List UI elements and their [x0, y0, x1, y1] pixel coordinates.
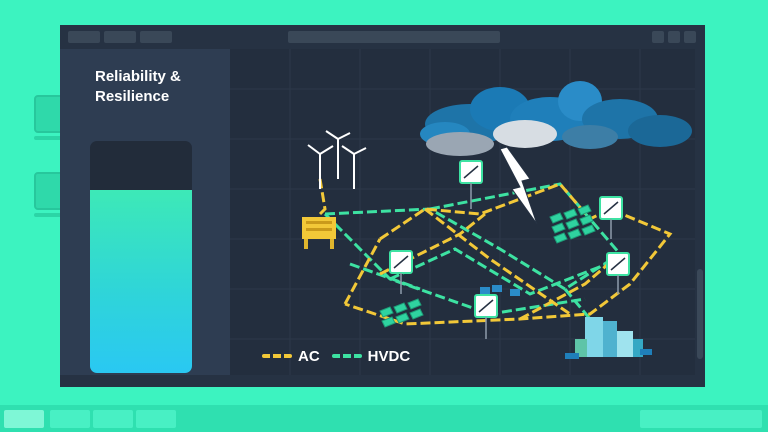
vertical-scrollbar[interactable]	[695, 49, 705, 375]
status-bar	[60, 375, 705, 387]
system-tray	[640, 410, 762, 428]
grid-map-canvas: AC HVDC	[230, 49, 695, 375]
grid-map	[230, 49, 695, 375]
panel-title: Reliability & Resilience	[95, 68, 181, 105]
solar-panel-icon	[549, 204, 596, 244]
menu-button[interactable]	[104, 31, 136, 43]
wind-turbine-icon	[307, 130, 367, 189]
taskbar-app-button[interactable]	[136, 410, 176, 428]
converter-station-icon	[389, 250, 413, 294]
legend-item-hvdc: HVDC	[331, 347, 411, 365]
converter-station-icon	[459, 160, 483, 209]
legend-swatch-hvdc	[331, 354, 362, 358]
minimize-button[interactable]	[652, 31, 664, 43]
scrollbar-thumb[interactable]	[697, 269, 703, 359]
converter-station-icon	[474, 294, 498, 339]
legend-label-hvdc: HVDC	[367, 347, 411, 365]
start-button[interactable]	[4, 410, 44, 428]
taskbar	[0, 405, 768, 432]
taskbar-app-button[interactable]	[93, 410, 133, 428]
menu-button[interactable]	[140, 31, 172, 43]
reliability-gauge	[90, 141, 192, 373]
lightning-bolt-icon	[499, 146, 538, 225]
app-window: Reliability & Resilience	[60, 25, 705, 387]
desktop-file-icon[interactable]	[34, 172, 74, 217]
city-buildings-icon	[565, 317, 652, 359]
taskbar-app-button[interactable]	[50, 410, 90, 428]
converter-station-icon	[606, 252, 630, 294]
map-legend: AC HVDC	[262, 345, 410, 367]
legend-label-ac: AC	[298, 347, 320, 365]
hvdc-lines	[323, 182, 622, 320]
sidebar-panel: Reliability & Resilience	[60, 49, 230, 375]
window-titlebar	[60, 25, 705, 49]
legend-item-ac: AC	[262, 348, 320, 365]
house-icon	[480, 285, 520, 296]
close-button[interactable]	[684, 31, 696, 43]
converter-station-icon	[599, 196, 623, 239]
maximize-button[interactable]	[668, 31, 680, 43]
storm-cloud-icon	[420, 81, 692, 156]
gauge-fill	[90, 189, 192, 373]
solar-panel-icon	[379, 298, 424, 328]
legend-swatch-ac	[262, 354, 292, 358]
address-bar[interactable]	[288, 31, 500, 43]
menu-button[interactable]	[68, 31, 100, 43]
offshore-platform-icon	[302, 217, 336, 249]
